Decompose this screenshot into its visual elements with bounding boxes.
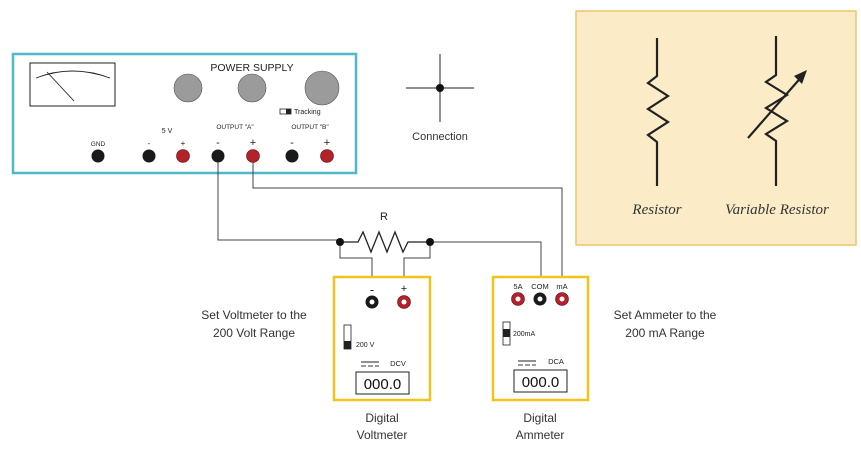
output-a-minus-terminal[interactable] — [211, 149, 225, 163]
connection-label: Connection — [412, 131, 468, 143]
connection-symbol: Connection — [406, 54, 474, 143]
resistor-node-left — [336, 238, 344, 246]
output-a-minus-sign: - — [216, 137, 220, 149]
voltmeter-instruction-line2: 200 Volt Range — [213, 326, 295, 340]
gnd-terminal[interactable] — [91, 149, 105, 163]
ammeter-port-5a-label: 5A — [513, 282, 522, 291]
legend-variable-resistor-label: Variable Resistor — [725, 202, 829, 218]
ammeter-name-line1: Digital — [523, 411, 556, 425]
ammeter-display — [513, 369, 568, 393]
voltmeter-mode-label: DCV — [390, 359, 406, 368]
ammeter-display-value: 000.0 — [522, 374, 560, 391]
ammeter-range-label: 200mA — [513, 331, 536, 338]
voltmeter-display — [355, 371, 410, 395]
resistor-node-right — [426, 238, 434, 246]
wire-output-a-plus — [252, 162, 563, 292]
ammeter-port-com-label: COM — [531, 282, 549, 291]
ammeter-port-ma-label: mA — [556, 282, 567, 291]
legend-resistor-label: Resistor — [631, 202, 681, 218]
connection-dot — [436, 84, 444, 92]
wire-output-a-minus — [217, 162, 340, 241]
ammeter-instruction-line2: 200 mA Range — [625, 326, 705, 340]
wire-resistor-to-com — [430, 241, 542, 292]
digital-ammeter: 5A COM mA 200mA DCA 000.0 Digital Ammete… — [491, 275, 717, 442]
resistor-r: R — [336, 211, 434, 254]
gnd-label: GND — [91, 141, 106, 148]
voltmeter-name-line2: Voltmeter — [357, 428, 408, 442]
voltmeter-plus-sign: + — [401, 283, 407, 295]
voltmeter-name-line1: Digital — [365, 411, 398, 425]
five-v-plus-terminal[interactable] — [176, 149, 190, 163]
five-v-label: 5 V — [162, 128, 173, 135]
voltmeter-range-label: 200 V — [356, 342, 375, 349]
voltmeter-minus-sign: - — [370, 282, 374, 297]
legend-panel — [575, 10, 857, 246]
symbol-legend: Resistor Variable Resistor — [575, 10, 857, 246]
output-b-minus-sign: - — [290, 137, 294, 149]
wires — [217, 162, 563, 294]
output-b-label: OUTPUT "B" — [291, 124, 329, 131]
resistor-label: R — [380, 211, 388, 223]
voltmeter-instruction-line1: Set Voltmeter to the — [201, 308, 307, 322]
voltmeter-display-value: 000.0 — [364, 376, 402, 393]
output-b-minus-terminal[interactable] — [285, 149, 299, 163]
output-b-plus-terminal[interactable] — [320, 149, 334, 163]
output-a-plus-terminal[interactable] — [246, 149, 260, 163]
resistor-symbol-icon — [645, 38, 671, 186]
meter-needle — [46, 71, 75, 102]
knob-output-b[interactable] — [304, 70, 340, 106]
output-b-plus-sign: + — [324, 137, 330, 149]
power-supply-title: POWER SUPPLY — [210, 62, 293, 74]
output-a-label: OUTPUT "A" — [216, 124, 254, 131]
knob-5v[interactable] — [173, 73, 203, 103]
analog-meter — [29, 62, 116, 107]
ammeter-instruction-line1: Set Ammeter to the — [614, 308, 717, 322]
five-v-minus-sign: - — [148, 139, 151, 148]
five-v-minus-terminal[interactable] — [142, 149, 156, 163]
ammeter-name-line2: Ammeter — [516, 428, 565, 442]
five-v-plus-sign: + — [181, 139, 186, 148]
tracking-label: Tracking — [294, 109, 321, 116]
output-a-plus-sign: + — [250, 137, 256, 149]
digital-voltmeter: - + 200 V DCV 000.0 Digital Voltmeter Se… — [201, 275, 432, 442]
variable-resistor-symbol-icon — [747, 36, 807, 186]
ammeter-mode-label: DCA — [548, 357, 564, 366]
knob-output-a[interactable] — [237, 73, 267, 103]
power-supply: POWER SUPPLY Tracking GND 5 V OUTPUT "A"… — [11, 52, 358, 175]
